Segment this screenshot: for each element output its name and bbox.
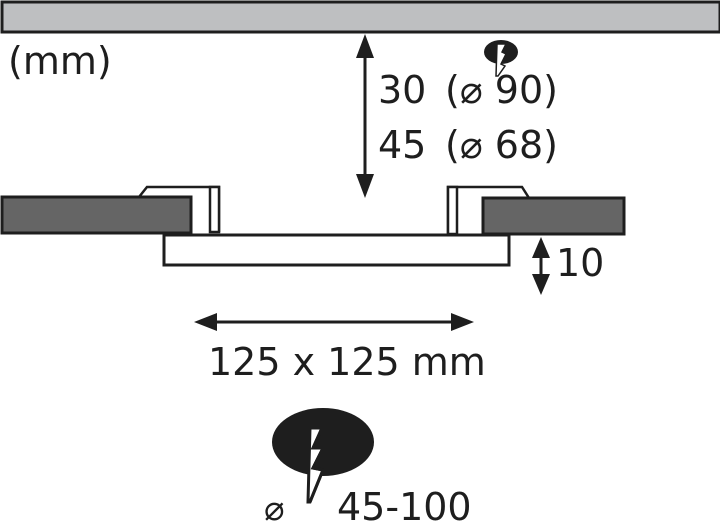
width-arrow (194, 313, 474, 331)
depth-option-45: 45 (378, 123, 426, 167)
depth-option-30: 30 (378, 68, 426, 112)
drill-hole-icon-large (272, 408, 374, 504)
cutout-option-68: (⌀ 68) (445, 123, 558, 167)
height-label: 10 (556, 241, 604, 285)
cutout-range-label: 45-100 (337, 485, 472, 525)
unit-label: (mm) (8, 39, 112, 83)
spring-clip-left (138, 185, 221, 234)
height-arrow (532, 237, 550, 295)
ceiling-slab (0, 0, 720, 34)
cutout-diameter-symbol: ⌀ (264, 489, 284, 525)
size-label: 125 x 125 mm (208, 340, 486, 384)
drill-hole-icon-small (484, 40, 518, 77)
luminaire-panel (162, 233, 511, 267)
ceiling-panel-right (481, 196, 626, 236)
ceiling-panel-left (0, 195, 193, 235)
cutout-option-90: (⌀ 90) (445, 68, 558, 112)
depth-arrow (356, 34, 374, 198)
